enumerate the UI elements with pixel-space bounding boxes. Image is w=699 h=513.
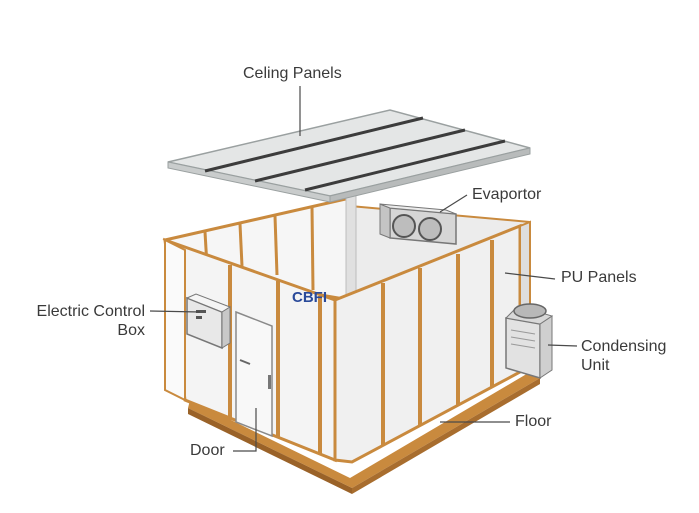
support-post: [345, 195, 357, 305]
label-condensing-unit-line-2: Unit: [581, 357, 610, 374]
condensing-unit: [504, 303, 554, 380]
label-electric-control-box: Electric Control Box: [17, 302, 145, 340]
door: [235, 310, 273, 438]
ceiling-panels: [167, 109, 531, 203]
leader-evaporator: [439, 194, 468, 213]
leader-pu-panels: [504, 272, 556, 280]
label-evaporator: Evaportor: [472, 186, 542, 203]
label-pu-panels: PU Panels: [561, 269, 637, 286]
leader-door: [233, 408, 257, 452]
label-ceiling-panels: Celing Panels: [243, 65, 342, 82]
evaporator-unit: [379, 203, 457, 245]
company-logo: CBFI: [292, 289, 327, 306]
label-electric-control-box-line-1: Electric Control: [36, 303, 145, 320]
label-condensing-unit: Condensing Unit: [581, 337, 666, 375]
leader-lines: [149, 86, 578, 452]
label-condensing-unit-line-1: Condensing: [581, 338, 667, 355]
label-electric-control-box-line-2: Box: [117, 322, 145, 339]
floor-base: [188, 372, 540, 494]
electric-control-box: [185, 293, 232, 350]
label-floor: Floor: [515, 413, 552, 430]
leader-condensing: [547, 344, 578, 347]
label-door: Door: [190, 442, 225, 459]
leader-electric-box: [149, 310, 201, 313]
